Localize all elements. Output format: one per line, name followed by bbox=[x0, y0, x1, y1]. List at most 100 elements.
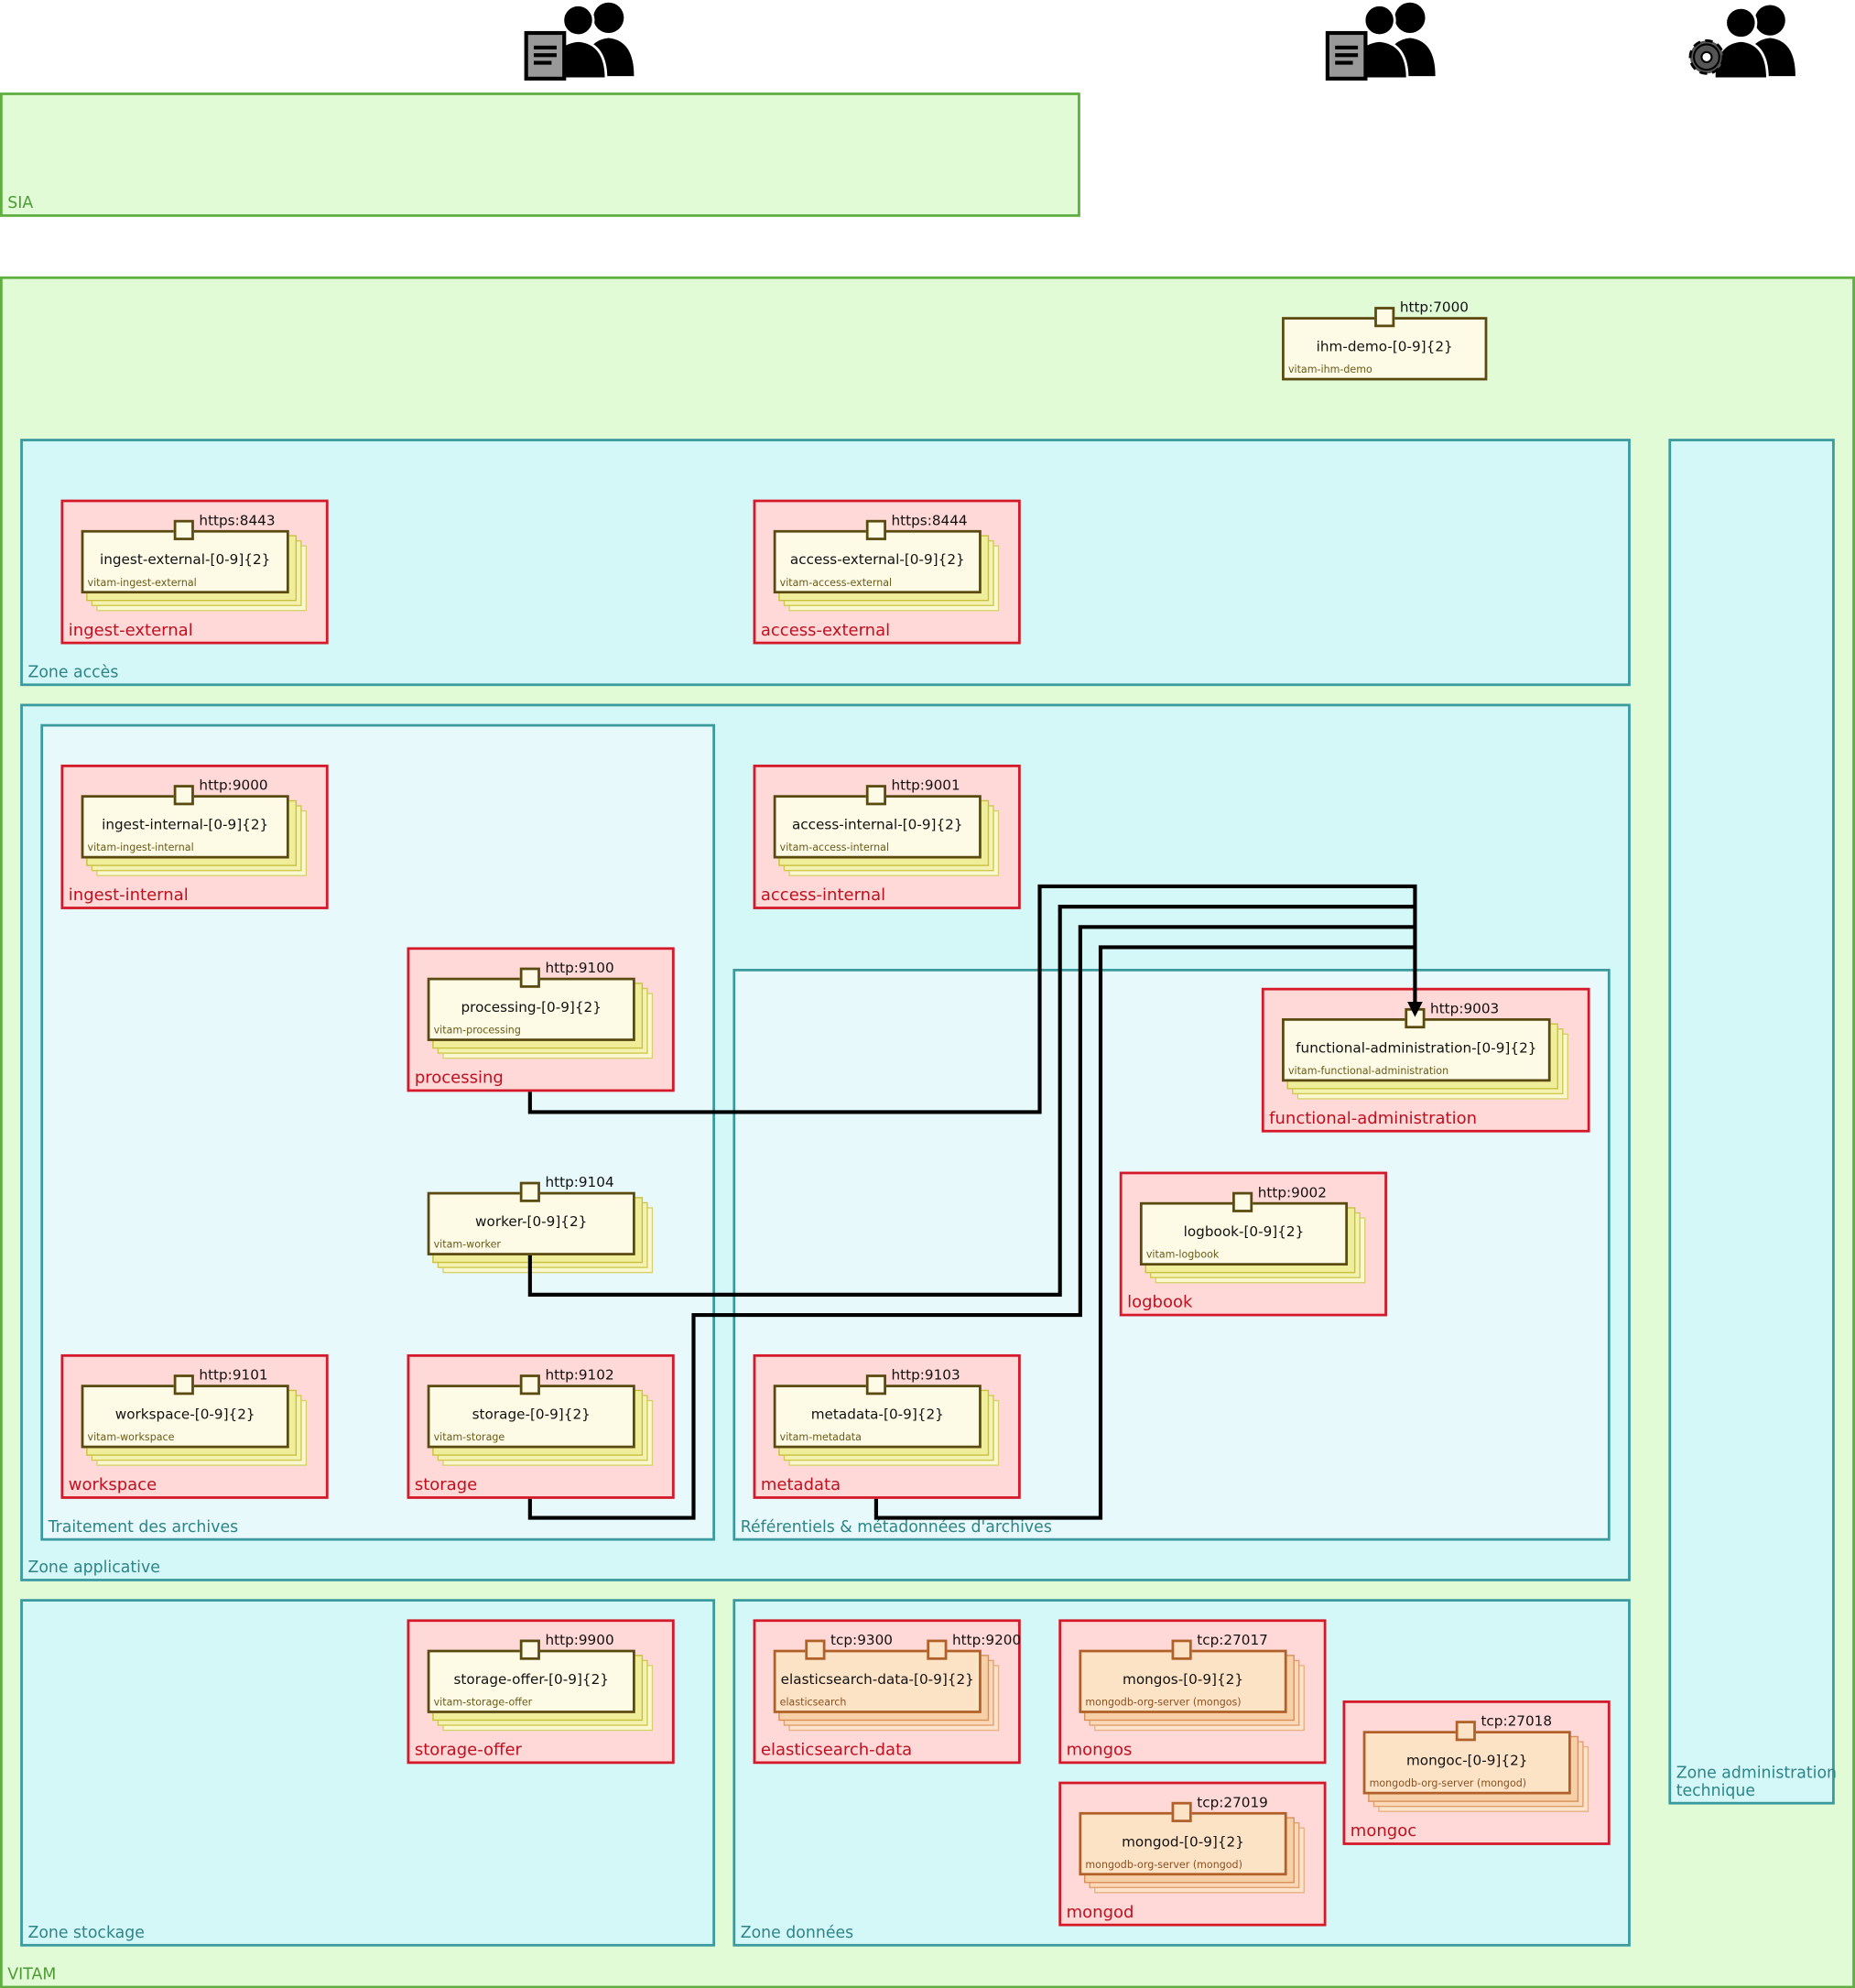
component-type: mongodb-org-server (mongod) bbox=[1085, 1859, 1242, 1871]
zone-administration-technique: Zone administration technique bbox=[1668, 439, 1837, 1805]
port bbox=[173, 1374, 194, 1396]
port-label: tcp:27019 bbox=[1197, 1794, 1268, 1811]
zone-label: Traitement des archives bbox=[48, 1516, 239, 1536]
zone-label: SIA bbox=[7, 192, 34, 212]
group-label: mongoc bbox=[1350, 1821, 1417, 1841]
component-type: vitam-logbook bbox=[1145, 1249, 1220, 1261]
port-label: http:9101 bbox=[199, 1366, 268, 1384]
port-label: http:9104 bbox=[545, 1174, 614, 1191]
component-name: worker-[0-9]{2} bbox=[475, 1213, 588, 1231]
component-type: vitam-processing bbox=[433, 1024, 521, 1037]
port-label: http:9200 bbox=[951, 1632, 1022, 1649]
group-label: logbook bbox=[1127, 1293, 1193, 1313]
component-name: access-internal-[0-9]{2} bbox=[791, 816, 963, 833]
component-name: mongoc-[0-9]{2} bbox=[1405, 1752, 1528, 1769]
archive-users-icon bbox=[1324, 0, 1440, 83]
zone-label: Référentiels & métadonnées d'archives bbox=[740, 1516, 1052, 1536]
component-type: vitam-functional-administration bbox=[1287, 1065, 1449, 1077]
port bbox=[1232, 1191, 1253, 1212]
port-label: http:9003 bbox=[1430, 1000, 1500, 1017]
group-label: mongod bbox=[1066, 1903, 1134, 1923]
component-type: vitam-workspace bbox=[87, 1431, 175, 1443]
component-type: mongodb-org-server (mongos) bbox=[1085, 1696, 1242, 1709]
port-label: tcp:27018 bbox=[1481, 1712, 1553, 1730]
group-label: elasticsearch-data bbox=[760, 1741, 913, 1761]
port bbox=[519, 967, 540, 988]
zone-label: VITAM bbox=[7, 1964, 57, 1983]
port-label: http:9001 bbox=[891, 777, 960, 794]
component-name: logbook-[0-9]{2} bbox=[1183, 1223, 1305, 1241]
port bbox=[865, 519, 886, 540]
port bbox=[1374, 307, 1395, 328]
admin-users-icon bbox=[1681, 0, 1797, 83]
group-label: functional-administration bbox=[1269, 1109, 1478, 1129]
port-label: http:9100 bbox=[545, 960, 614, 977]
zone-label: Zone accès bbox=[27, 661, 119, 681]
group-label: ingest-internal bbox=[68, 885, 189, 906]
component-name: mongod-[0-9]{2} bbox=[1122, 1833, 1244, 1851]
mongod-component[interactable]: mongod-[0-9]{2} mongodb-org-server (mong… bbox=[1079, 1811, 1287, 1876]
component-name: functional-administration-[0-9]{2} bbox=[1296, 1039, 1537, 1057]
group-label: workspace bbox=[68, 1475, 157, 1495]
group-label: mongos bbox=[1066, 1741, 1133, 1761]
zone-sia: SIA bbox=[0, 92, 1080, 217]
component-type: vitam-worker bbox=[433, 1238, 501, 1251]
component-type: vitam-ingest-external bbox=[87, 577, 197, 589]
port-label: http:9900 bbox=[545, 1632, 614, 1649]
component-type: vitam-ingest-internal bbox=[87, 842, 194, 853]
zone-label: Zone données bbox=[740, 1922, 854, 1942]
access-internal-component[interactable]: access-internal-[0-9]{2} vitam-access-in… bbox=[773, 795, 982, 859]
port bbox=[1171, 1639, 1192, 1660]
archive-users-icon bbox=[523, 0, 639, 83]
component-name: metadata-[0-9]{2} bbox=[810, 1406, 944, 1423]
port bbox=[1171, 1801, 1192, 1822]
zone-label: Zone applicative bbox=[27, 1557, 160, 1577]
port bbox=[865, 1374, 886, 1396]
component-type: vitam-ihm-demo bbox=[1287, 364, 1372, 375]
component-name: processing-[0-9]{2} bbox=[461, 999, 602, 1016]
component-name: ihm-demo-[0-9]{2} bbox=[1316, 338, 1453, 355]
elasticsearch-data-component[interactable]: elasticsearch-data-[0-9]{2} elasticsearc… bbox=[773, 1649, 982, 1713]
port bbox=[519, 1374, 540, 1396]
group-label: access-external bbox=[760, 621, 891, 641]
port-label: https:8443 bbox=[199, 512, 276, 529]
port bbox=[927, 1639, 948, 1660]
component-name: storage-offer-[0-9]{2} bbox=[453, 1671, 609, 1689]
port bbox=[173, 785, 194, 806]
component-type: vitam-storage-offer bbox=[433, 1696, 533, 1709]
component-type: vitam-metadata bbox=[779, 1431, 862, 1443]
access-external-component[interactable]: access-external-[0-9]{2} vitam-access-ex… bbox=[773, 529, 982, 594]
component-name: mongos-[0-9]{2} bbox=[1122, 1671, 1244, 1689]
group-label: storage bbox=[414, 1475, 478, 1495]
port bbox=[1455, 1721, 1476, 1742]
group-label: access-internal bbox=[760, 885, 886, 906]
port-label: http:9000 bbox=[199, 777, 268, 794]
group-label: storage-offer bbox=[414, 1741, 522, 1761]
port-label: http:9102 bbox=[545, 1366, 614, 1384]
ingest-external-component[interactable]: ingest-external-[0-9]{2} vitam-ingest-ex… bbox=[81, 529, 289, 594]
port bbox=[173, 519, 194, 540]
component-name: ingest-external-[0-9]{2} bbox=[99, 551, 271, 569]
group-label: processing bbox=[414, 1069, 504, 1089]
component-type: vitam-access-external bbox=[779, 577, 893, 589]
component-type: mongodb-org-server (mongod) bbox=[1369, 1777, 1527, 1789]
port-label: http:9103 bbox=[891, 1366, 960, 1384]
component-name: elasticsearch-data-[0-9]{2} bbox=[780, 1671, 974, 1689]
component-type: vitam-access-internal bbox=[779, 842, 890, 853]
component-name: storage-[0-9]{2} bbox=[472, 1406, 591, 1423]
port-label: tcp:9300 bbox=[830, 1632, 893, 1649]
component-name: access-external-[0-9]{2} bbox=[789, 551, 965, 569]
component-name: ingest-internal-[0-9]{2} bbox=[102, 816, 269, 833]
ingest-internal-component[interactable]: ingest-internal-[0-9]{2} vitam-ingest-in… bbox=[81, 795, 289, 859]
storage-offer-component[interactable]: storage-offer-[0-9]{2} vitam-storage-off… bbox=[427, 1649, 635, 1713]
port bbox=[805, 1639, 826, 1660]
component-type: vitam-storage bbox=[433, 1431, 505, 1443]
group-label: metadata bbox=[760, 1475, 841, 1495]
port bbox=[519, 1639, 540, 1660]
group-label: ingest-external bbox=[68, 621, 193, 641]
port-label: https:8444 bbox=[891, 512, 968, 529]
component-type: elasticsearch bbox=[779, 1696, 847, 1709]
port bbox=[519, 1181, 540, 1202]
port bbox=[865, 785, 886, 806]
